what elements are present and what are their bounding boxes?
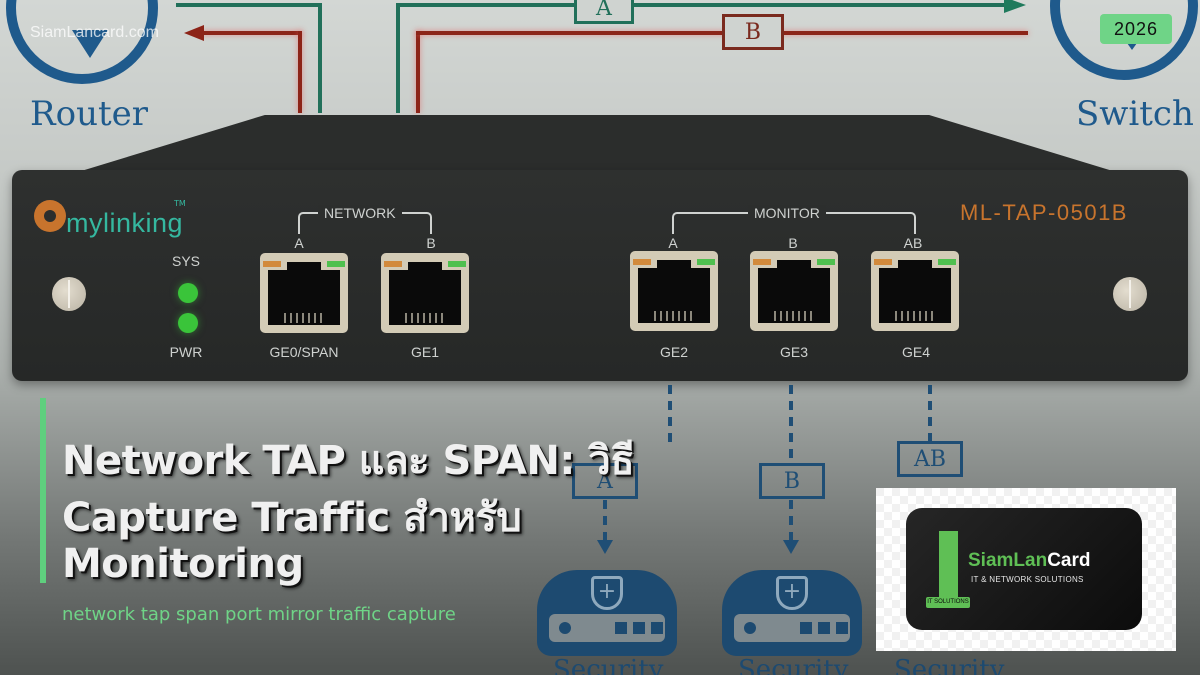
- flow-a-line-left-h: [176, 3, 322, 7]
- logo-badge: IT SOLUTIONS: [926, 597, 970, 608]
- flow-a-arrowhead: [1004, 0, 1026, 13]
- screw-right-icon: [1113, 277, 1147, 311]
- monitor-ab-line-upper: [928, 385, 932, 441]
- port-ge0-span[interactable]: [260, 253, 348, 333]
- article-title-line-3: Monitoring: [62, 541, 304, 587]
- monitor-a-line-upper: [668, 385, 672, 445]
- monitor-a-tag: A: [572, 463, 638, 499]
- pwr-led-icon: [178, 313, 198, 333]
- model-number: ML-TAP-0501B: [960, 200, 1128, 225]
- pwr-label: PWR: [169, 344, 203, 360]
- switch-label: Switch: [1076, 94, 1194, 134]
- network-port-a-channel: A: [294, 235, 304, 251]
- monitor-group-label: MONITOR: [748, 205, 826, 221]
- flow-b-line-left-v: [298, 31, 302, 113]
- monitor-b-line-upper: [789, 385, 793, 463]
- flow-b-line-right-v: [416, 31, 420, 113]
- article-title-line-2: Capture Traffic สำหรับ: [62, 495, 522, 541]
- monitor-ab-tag: AB: [897, 441, 963, 477]
- title-accent-bar: [40, 398, 46, 583]
- flow-b-arrowhead: [184, 25, 204, 41]
- router-label: Router: [30, 94, 149, 134]
- security-appliance-b-icon: +: [722, 570, 862, 656]
- monitor-a-arrowhead: [597, 540, 613, 554]
- security-appliance-ab-label: Security: [894, 655, 1005, 675]
- port-ge1[interactable]: [381, 253, 469, 333]
- sys-led-icon: [178, 283, 198, 303]
- flow-a-line-left-v: [318, 3, 322, 113]
- port-ge0-span-label: GE0/SPAN: [269, 344, 339, 360]
- network-port-b-channel: B: [426, 235, 436, 251]
- logo-tagline: IT & NETWORK SOLUTIONS: [971, 575, 1084, 584]
- monitor-port-ab-channel: AB: [903, 235, 923, 251]
- screw-left-icon: [52, 277, 86, 311]
- monitor-port-b-channel: B: [788, 235, 798, 251]
- security-appliance-a-label: Security: [553, 655, 664, 675]
- article-subtitle: network tap span port mirror traffic cap…: [62, 604, 456, 625]
- port-ge1-label: GE1: [410, 344, 439, 360]
- router-icon: [6, 0, 158, 84]
- logo-bar-icon: [939, 531, 958, 600]
- security-appliance-b-label: Security: [738, 655, 849, 675]
- year-badge: 2026: [1100, 14, 1172, 44]
- logo-name-green: SiamLan: [968, 550, 1048, 571]
- flow-b-line-left-h: [200, 31, 302, 35]
- monitor-port-a-channel: A: [668, 235, 678, 251]
- logo-name-white: Card: [1047, 550, 1091, 571]
- logo-name: SiamLanCard: [968, 550, 1091, 572]
- sys-label: SYS: [171, 253, 200, 269]
- chassis-top: [78, 115, 1116, 172]
- port-ge4[interactable]: [871, 251, 959, 331]
- port-ge3-label: GE3: [779, 344, 808, 360]
- network-group-label: NETWORK: [318, 205, 402, 221]
- port-ge2-label: GE2: [659, 344, 688, 360]
- flow-a-line-right-v: [396, 3, 400, 113]
- watermark: SiamLancard.com: [30, 24, 159, 41]
- monitor-b-tag: B: [759, 463, 825, 499]
- monitor-b-line-lower: [789, 500, 793, 540]
- flow-a-tag: A: [574, 0, 634, 24]
- mylinking-logo-icon: [34, 200, 66, 232]
- monitor-a-line-lower: [603, 500, 607, 540]
- trademark: TM: [174, 199, 186, 208]
- flow-a-line-right-h: [396, 3, 1006, 7]
- monitor-b-arrowhead: [783, 540, 799, 554]
- port-ge2[interactable]: [630, 251, 718, 331]
- flow-b-tag: B: [722, 14, 784, 50]
- security-appliance-a-icon: +: [537, 570, 677, 656]
- article-title-line-1: Network TAP และ SPAN: วิธี: [62, 438, 635, 484]
- port-ge3[interactable]: [750, 251, 838, 331]
- tap-front-panel: [12, 170, 1188, 381]
- port-ge4-label: GE4: [901, 344, 930, 360]
- brand-name: mylinking: [66, 208, 184, 238]
